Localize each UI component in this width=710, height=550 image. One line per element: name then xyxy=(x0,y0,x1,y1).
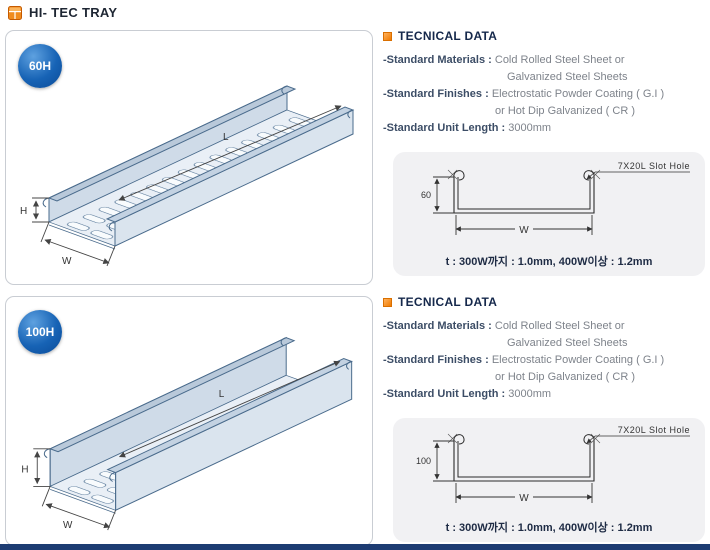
cross-section-drawing-60h: 60 W 7X20L Slot Hole xyxy=(421,161,690,236)
materials-row: -Standard Materials : Cold Rolled Steel … xyxy=(383,318,707,335)
footer-bar xyxy=(0,544,710,550)
tech-heading-60h: TECNICAL DATA xyxy=(383,29,497,43)
dim-label-l-60h: L xyxy=(223,132,229,143)
unit-length-label: -Standard Unit Length : xyxy=(383,388,506,400)
page-title: HI- TEC TRAY xyxy=(29,5,118,20)
materials-value: Cold Rolled Steel Sheet or xyxy=(494,320,625,332)
finishes-row-cont: or Hot Dip Galvanized ( CR ) xyxy=(495,371,635,383)
xsect-width-label-100h: W xyxy=(519,493,529,504)
dim-label-h-60h: H xyxy=(20,206,27,217)
finishes-value: Electrostatic Powder Coating ( G.I ) xyxy=(491,88,665,100)
tray-drawing-100h: H W L xyxy=(21,336,353,531)
tech-heading-label: TECNICAL DATA xyxy=(398,295,498,309)
materials-row: -Standard Materials : Cold Rolled Steel … xyxy=(383,52,707,69)
materials-label: -Standard Materials : xyxy=(383,320,492,332)
slot-hole-label-60h: 7X20L Slot Hole xyxy=(618,161,690,171)
materials-value: Cold Rolled Steel Sheet or xyxy=(494,54,625,66)
finishes-row: -Standard Finishes : Electrostatic Powde… xyxy=(383,352,707,369)
finishes-label: -Standard Finishes : xyxy=(383,354,489,366)
finishes-row-cont: or Hot Dip Galvanized ( CR ) xyxy=(495,105,635,117)
tech-heading-100h: TECNICAL DATA xyxy=(383,295,497,309)
unit-length-row: -Standard Unit Length : 3000mm xyxy=(383,120,707,137)
xsect-height-label-60h: 60 xyxy=(421,190,431,200)
orange-bullet-icon xyxy=(383,297,392,307)
thickness-note-100h: t : 300W까지 : 1.0mm, 400W이상 : 1.2mm xyxy=(445,522,653,534)
cross-section-box-100h: 100 W 7X20L Slot Hole t : 300W까지 : 1.0mm… xyxy=(393,418,705,542)
tech-heading-label: TECNICAL DATA xyxy=(398,29,498,43)
materials-row-cont: Galvanized Steel Sheets xyxy=(507,337,628,349)
badge-100h: 100H xyxy=(18,310,62,354)
unit-length-label: -Standard Unit Length : xyxy=(383,122,506,134)
orange-bullet-icon xyxy=(383,31,392,41)
badge-60h: 60H xyxy=(18,44,62,88)
header-window-icon xyxy=(8,5,22,20)
tray-drawing-60h: H W L xyxy=(20,85,355,267)
materials-label: -Standard Materials : xyxy=(383,54,492,66)
cross-section-box-60h: 60 W 7X20L Slot Hole t : 300W까지 : 1.0mm,… xyxy=(393,152,705,276)
product-panel-60h: H W L 60H xyxy=(5,30,373,285)
materials-row-cont: Galvanized Steel Sheets xyxy=(507,71,628,83)
unit-length-value: 3000mm xyxy=(508,122,552,134)
xsect-height-label-100h: 100 xyxy=(416,456,431,466)
unit-length-value: 3000mm xyxy=(508,388,552,400)
dim-label-w-60h: W xyxy=(62,256,72,267)
dim-label-w-100h: W xyxy=(63,520,73,531)
product-panel-100h: H W L 100H xyxy=(5,296,373,546)
finishes-value: Electrostatic Powder Coating ( G.I ) xyxy=(491,354,665,366)
dim-label-h-100h: H xyxy=(21,465,28,476)
header: HI- TEC TRAY xyxy=(8,5,117,20)
tech-rows-100h: -Standard Materials : Cold Rolled Steel … xyxy=(383,318,707,403)
slot-hole-label-100h: 7X20L Slot Hole xyxy=(618,425,690,435)
finishes-label: -Standard Finishes : xyxy=(383,88,489,100)
finishes-row: -Standard Finishes : Electrostatic Powde… xyxy=(383,86,707,103)
unit-length-row: -Standard Unit Length : 3000mm xyxy=(383,386,707,403)
xsect-width-label-60h: W xyxy=(519,225,529,236)
dim-label-l-100h: L xyxy=(219,389,225,400)
tech-rows-60h: -Standard Materials : Cold Rolled Steel … xyxy=(383,52,707,137)
thickness-note-60h: t : 300W까지 : 1.0mm, 400W이상 : 1.2mm xyxy=(445,256,653,268)
cross-section-drawing-100h: 100 W 7X20L Slot Hole xyxy=(416,425,690,504)
